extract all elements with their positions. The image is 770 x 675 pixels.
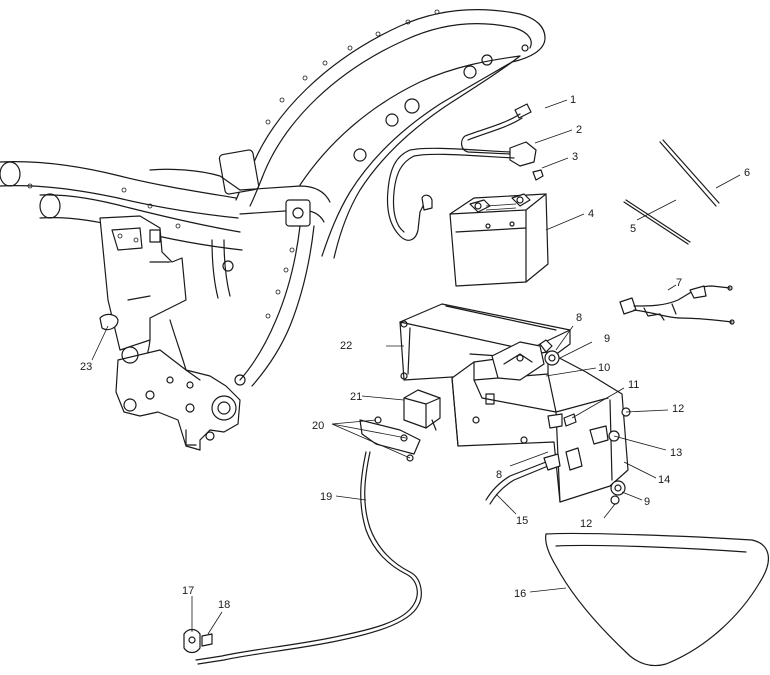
callout-2: 2 bbox=[576, 124, 582, 136]
callout-10: 10 bbox=[598, 362, 610, 374]
callout-17: 17 bbox=[182, 585, 194, 597]
callout-18: 18 bbox=[218, 599, 230, 611]
battery-straps bbox=[623, 139, 720, 245]
callout-15: 15 bbox=[516, 515, 528, 527]
callout-19: 19 bbox=[320, 491, 332, 503]
callout-9-bottom: 9 bbox=[644, 496, 650, 508]
callout-7: 7 bbox=[676, 277, 682, 289]
callout-1: 1 bbox=[570, 94, 576, 106]
callout-labels: 1 2 3 4 5 6 7 8 8 9 9 10 11 12 12 13 14 … bbox=[80, 94, 750, 611]
wiring-harness bbox=[619, 285, 735, 325]
callout-4: 4 bbox=[588, 208, 594, 220]
callout-21: 21 bbox=[350, 391, 362, 403]
side-cover bbox=[545, 532, 769, 667]
callout-12-top: 12 bbox=[672, 403, 684, 415]
callout-12-bottom: 12 bbox=[580, 518, 592, 530]
callout-3: 3 bbox=[572, 151, 578, 163]
wire-lead bbox=[183, 451, 422, 665]
screw bbox=[532, 169, 544, 181]
callout-5: 5 bbox=[630, 223, 636, 235]
ground-cable bbox=[485, 453, 561, 505]
leader-lines bbox=[91, 99, 741, 635]
motorcycle-frame bbox=[0, 8, 546, 451]
callout-14: 14 bbox=[658, 474, 670, 486]
callout-8-bottom: 8 bbox=[496, 469, 502, 481]
callout-9-top: 9 bbox=[604, 333, 610, 345]
callout-22: 22 bbox=[340, 340, 352, 352]
battery-cable-assembly bbox=[386, 103, 537, 241]
battery bbox=[449, 193, 549, 287]
flange-nut bbox=[544, 350, 626, 496]
callout-8-top: 8 bbox=[576, 312, 582, 324]
callout-11: 11 bbox=[628, 379, 639, 391]
callout-6: 6 bbox=[744, 167, 750, 179]
callout-13: 13 bbox=[670, 447, 682, 459]
callout-20: 20 bbox=[312, 420, 324, 432]
relay-and-bracket bbox=[359, 389, 441, 462]
callout-23: 23 bbox=[80, 361, 92, 373]
callout-16: 16 bbox=[514, 588, 526, 600]
